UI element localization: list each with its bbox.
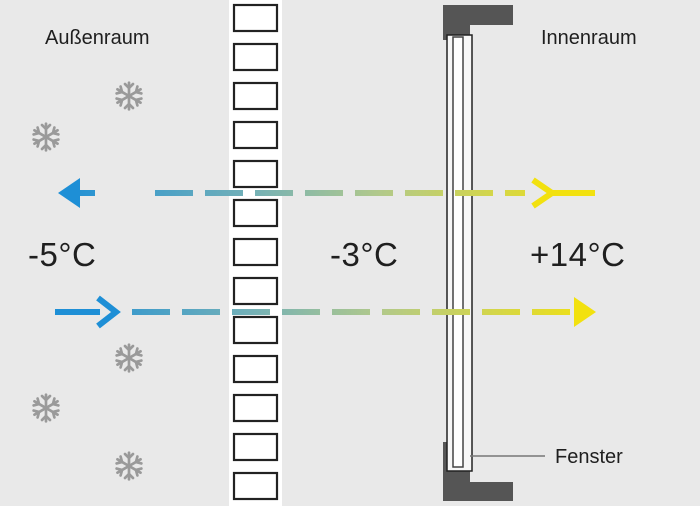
snowflakes <box>32 83 142 480</box>
brick <box>232 42 279 72</box>
brick <box>232 81 279 111</box>
brick <box>232 198 279 228</box>
indoor-temperature: +14°C <box>530 236 626 273</box>
brick <box>232 315 279 345</box>
brick <box>232 237 279 267</box>
brick-wall <box>229 0 282 506</box>
arrow-right-icon <box>96 295 121 329</box>
brick <box>232 471 279 501</box>
snowflake-icon <box>32 124 59 151</box>
indoor-label: Innenraum <box>541 27 637 49</box>
arrow-right-icon <box>574 297 596 327</box>
window-frame <box>443 5 545 501</box>
snowflake-icon <box>115 83 142 110</box>
snowflake-icon <box>32 395 59 422</box>
brick <box>232 393 279 423</box>
outdoor-temperature: -5°C <box>28 236 97 273</box>
arrow-left-icon <box>58 178 80 208</box>
brick <box>232 120 279 150</box>
brick <box>232 276 279 306</box>
middle-temperature: -3°C <box>330 236 399 273</box>
heat-flow-bottom <box>55 295 596 329</box>
heat-flow-top <box>58 177 595 209</box>
brick <box>232 159 279 189</box>
snowflake-icon <box>115 345 142 372</box>
arrow-left-icon <box>531 177 558 209</box>
snowflake-icon <box>115 453 142 480</box>
outdoor-label: Außenraum <box>45 27 150 49</box>
brick <box>232 3 279 33</box>
window-label: Fenster <box>555 446 623 468</box>
brick <box>232 432 279 462</box>
brick <box>232 354 279 384</box>
